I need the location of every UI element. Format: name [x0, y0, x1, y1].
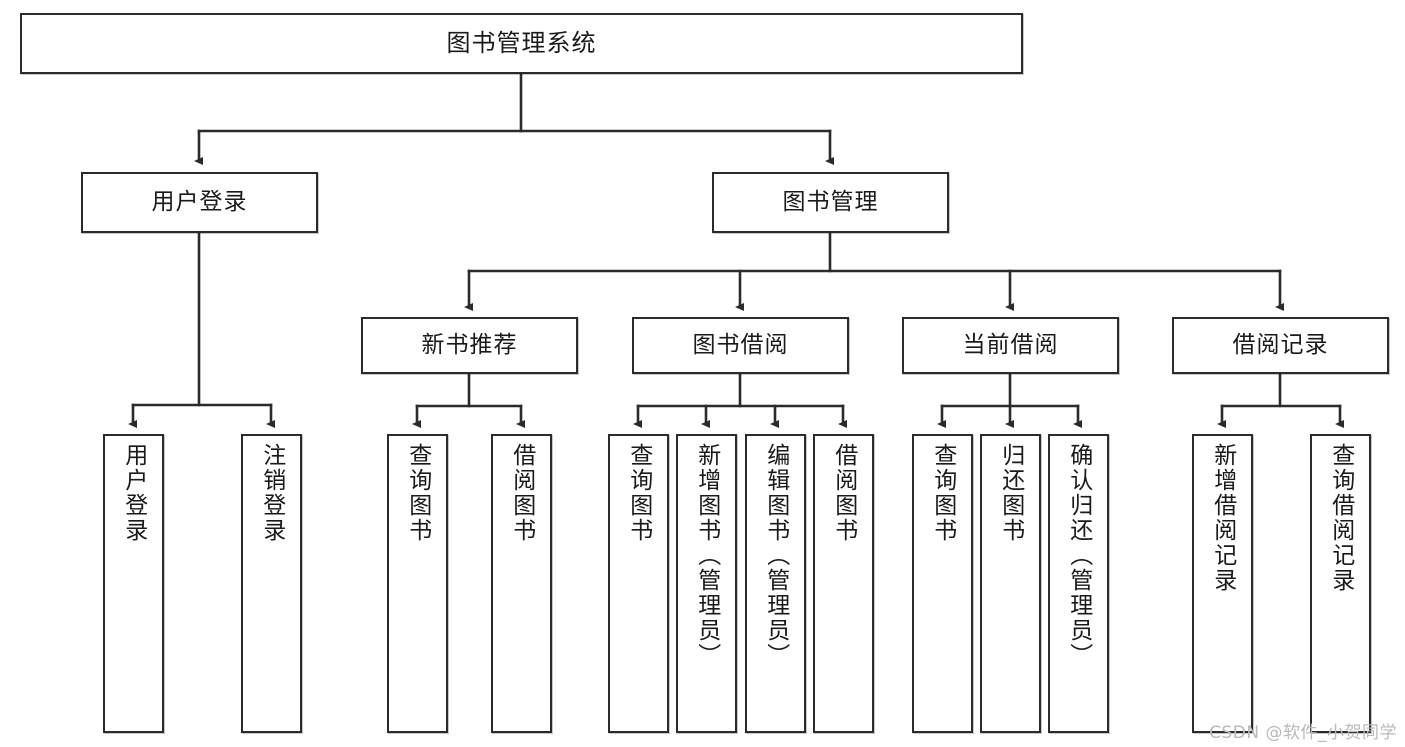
node-label: 图书管理	[782, 189, 879, 216]
node-leaf-query-borrow-record[interactable]: 查询借阅记录	[1310, 434, 1371, 733]
node-book-manage[interactable]: 图书管理	[712, 172, 949, 233]
node-label: 查询图书	[625, 443, 652, 543]
node-leaf-add-book[interactable]: 新增图书（管理员）	[676, 434, 737, 733]
node-root-book-management-system[interactable]: 图书管理系统	[20, 13, 1023, 74]
node-user-login[interactable]: 用户登录	[81, 172, 318, 233]
node-label: 借阅图书	[830, 443, 857, 543]
node-label: 查询图书	[929, 443, 956, 543]
node-label: 图书借阅	[692, 332, 789, 359]
node-label: 查询借阅记录	[1327, 443, 1354, 593]
node-label: 注销登录	[258, 443, 285, 543]
node-label: 新书推荐	[421, 332, 518, 359]
node-leaf-user-login[interactable]: 用户登录	[103, 434, 164, 733]
node-borrow-record[interactable]: 借阅记录	[1172, 317, 1389, 374]
node-label: 图书管理系统	[446, 28, 597, 57]
node-label: 当前借阅	[962, 332, 1059, 359]
node-label: 用户登录	[151, 189, 248, 216]
node-label: 编辑图书（管理员）	[762, 443, 789, 668]
node-new-book-recommend[interactable]: 新书推荐	[361, 317, 578, 374]
node-label: 查询图书	[404, 443, 431, 543]
node-leaf-borrow-book-recommend[interactable]: 借阅图书	[491, 434, 552, 733]
node-leaf-confirm-return[interactable]: 确认归还（管理员）	[1048, 434, 1109, 733]
node-leaf-query-book-borrow[interactable]: 查询图书	[608, 434, 669, 733]
node-label: 借阅记录	[1232, 332, 1329, 359]
node-leaf-edit-book[interactable]: 编辑图书（管理员）	[745, 434, 806, 733]
node-leaf-return-book[interactable]: 归还图书	[980, 434, 1041, 733]
node-leaf-add-borrow-record[interactable]: 新增借阅记录	[1192, 434, 1253, 733]
node-leaf-borrow-book[interactable]: 借阅图书	[813, 434, 874, 733]
node-label: 新增图书（管理员）	[693, 443, 720, 668]
node-leaf-query-book-current[interactable]: 查询图书	[912, 434, 973, 733]
node-label: 确认归还（管理员）	[1065, 443, 1092, 668]
watermark: CSDN @软件_小贺同学	[1209, 723, 1397, 743]
node-book-borrow[interactable]: 图书借阅	[632, 317, 849, 374]
node-leaf-user-logout[interactable]: 注销登录	[241, 434, 302, 733]
node-label: 用户登录	[120, 443, 147, 543]
node-label: 归还图书	[997, 443, 1024, 543]
node-current-borrow[interactable]: 当前借阅	[902, 317, 1119, 374]
node-label: 借阅图书	[508, 443, 535, 543]
node-label: 新增借阅记录	[1209, 443, 1236, 593]
node-leaf-query-book-recommend[interactable]: 查询图书	[387, 434, 448, 733]
